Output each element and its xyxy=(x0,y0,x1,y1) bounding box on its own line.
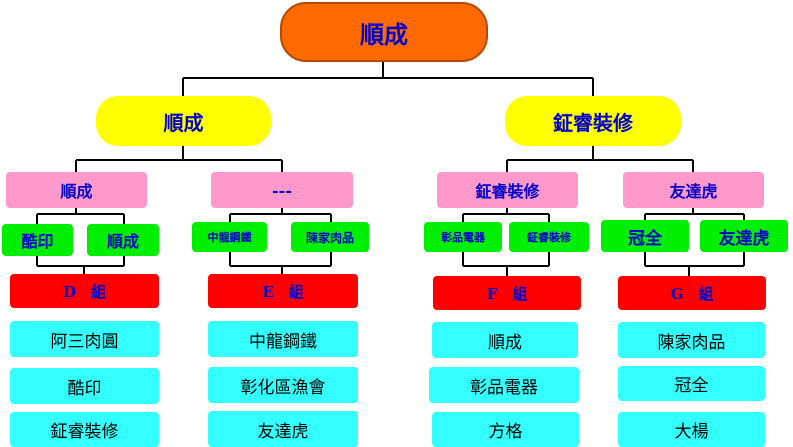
member-g-1: 陳家肉品 xyxy=(618,322,765,358)
member-g-2: 冠全 xyxy=(618,366,765,401)
group-header-e: E 組 xyxy=(208,274,358,308)
member-f-2: 彰品電器 xyxy=(429,367,579,403)
member-d-3: 鉦睿裝修 xyxy=(10,412,159,447)
root-node: 順成 xyxy=(280,2,488,62)
member-e-2: 彰化區漁會 xyxy=(208,367,358,403)
leaf-node-1: 酷印 xyxy=(2,224,73,256)
group-header-d: D 組 xyxy=(10,274,159,308)
group-header-f: F 組 xyxy=(433,276,581,310)
member-f-3: 方格 xyxy=(432,412,579,447)
leaf-node-4: 陳家肉品 xyxy=(291,222,369,252)
member-e-1: 中龍鋼鐵 xyxy=(208,321,358,357)
leaf-node-8: 友達虎 xyxy=(700,220,788,252)
leaf-node-6: 鉦睿裝修 xyxy=(509,222,589,252)
level1-node-right: 鉦睿裝修 xyxy=(505,96,681,146)
level1-node-left: 順成 xyxy=(96,96,271,146)
leaf-node-3: 中龍鋼鐵 xyxy=(192,222,267,252)
level2-node-1: 順成 xyxy=(6,172,147,208)
leaf-node-5: 彰品電器 xyxy=(424,222,502,252)
leaf-node-7: 冠全 xyxy=(601,220,689,252)
member-d-2: 酷印 xyxy=(10,368,159,404)
level2-node-3: 鉦睿裝修 xyxy=(437,172,578,208)
member-e-3: 友達虎 xyxy=(208,411,358,447)
member-f-1: 順成 xyxy=(432,322,578,358)
level2-node-2: --- xyxy=(211,172,353,208)
member-d-1: 阿三肉圓 xyxy=(10,321,159,357)
leaf-node-2: 順成 xyxy=(87,224,159,256)
level2-node-4: 友達虎 xyxy=(623,172,764,208)
group-header-g: G 組 xyxy=(618,276,766,310)
member-g-3: 大楊 xyxy=(618,412,765,447)
